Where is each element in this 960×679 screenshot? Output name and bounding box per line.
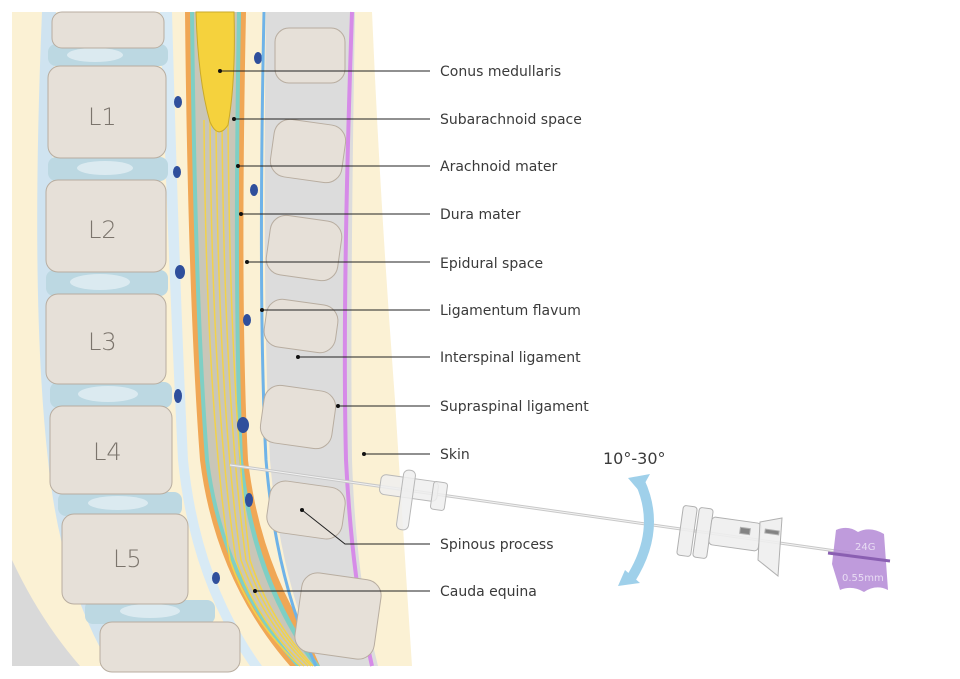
vertebra-label-l3: L3 <box>88 328 117 356</box>
vertebra-label-l2: L2 <box>88 216 117 244</box>
vertebra-l1 <box>47 65 167 159</box>
label-conus-medullaris: Conus medullaris <box>440 64 561 80</box>
spinous-processes <box>259 27 382 660</box>
intervertebral-discs <box>46 44 215 624</box>
arrow-head-down-icon <box>618 570 640 586</box>
epidural-veins <box>173 52 262 584</box>
vertebra-l3 <box>45 293 167 385</box>
label-dura-mater: Dura mater <box>440 207 521 223</box>
gauge-label: 24G <box>855 542 875 553</box>
vertebra-label-l1: L1 <box>88 103 117 131</box>
vertebra-l5 <box>61 513 189 605</box>
label-skin: Skin <box>440 447 470 463</box>
body-cavity <box>12 560 80 666</box>
arrow-head-up-icon <box>628 474 650 492</box>
diameter-label: 0.55mm <box>842 573 884 584</box>
cauda-equina-fibers <box>203 119 314 667</box>
angle-arrow <box>625 479 654 583</box>
label-spinous-process: Spinous process <box>440 537 554 553</box>
label-interspinal-ligament: Interspinal ligament <box>440 350 581 366</box>
spinal-needle: 24G 0.55mm <box>229 463 891 592</box>
posterior-ligament <box>160 12 262 666</box>
conus-medullaris <box>195 11 235 133</box>
vertebra-label-l5: L5 <box>113 545 142 573</box>
vertebral-bodies <box>45 11 241 673</box>
label-supraspinal-ligament: Supraspinal ligament <box>440 399 589 415</box>
label-arachnoid-mater: Arachnoid mater <box>440 159 557 175</box>
subarachnoid-space <box>194 12 314 666</box>
needle-introducer-wings <box>379 469 448 531</box>
leader-lines <box>218 69 430 593</box>
label-cauda-equina: Cauda equina <box>440 584 537 600</box>
needle-hub <box>676 505 783 577</box>
stylet-cap: 24G 0.55mm <box>827 527 891 592</box>
label-epidural-space: Epidural space <box>440 256 543 272</box>
vertebra-l4 <box>49 405 173 495</box>
vertebra-l2 <box>45 179 167 273</box>
label-ligamentum-flavum: Ligamentum flavum <box>440 303 581 319</box>
angle-label: 10°-30° <box>603 449 666 468</box>
label-subarachnoid-space: Subarachnoid space <box>440 112 582 128</box>
vertebra-label-l4: L4 <box>93 438 122 466</box>
